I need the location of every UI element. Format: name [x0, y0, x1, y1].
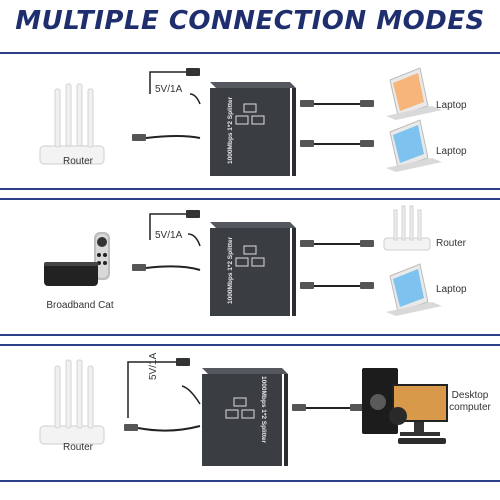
- right-top-device-label: Laptop: [436, 100, 467, 111]
- laptop-icon: [386, 263, 442, 316]
- remote-control-icon: [94, 232, 110, 280]
- usb-power-cable-icon: [149, 210, 201, 247]
- panel-2-illustration: 1000Mbps 1*2 Splitter: [44, 205, 442, 316]
- ethernet-cable-icon: [132, 134, 201, 141]
- usb-power-cable-icon: [149, 68, 201, 105]
- tv-box-icon: [44, 262, 98, 286]
- panel-mode-2: 1000Mbps 1*2 Splitter: [0, 198, 500, 336]
- left-device-label: Broadband Cat: [46, 300, 114, 311]
- device-label: 1000Mbps 1*2 Splitter: [260, 376, 267, 444]
- splitter-device-icon: 1000Mbps 1*2 Splitter: [210, 82, 296, 176]
- power-label: 5V/1A: [155, 230, 183, 241]
- router-icon: [39, 83, 105, 165]
- page-title: MULTIPLE CONNECTION MODES: [15, 6, 485, 36]
- ethernet-cable-icon: [292, 404, 364, 411]
- laptop-icon: [386, 119, 442, 172]
- ethernet-cable-icon: [124, 424, 201, 432]
- desktop-computer-icon: [362, 368, 448, 444]
- ethernet-cable-icon: [300, 282, 374, 289]
- splitter-device-icon: 1000Mbps 1*2 Splitter: [202, 368, 288, 466]
- ethernet-cable-icon: [300, 100, 374, 107]
- device-label: 1000Mbps 1*2 Splitter: [227, 236, 234, 304]
- power-label: 5V/1A: [148, 352, 159, 380]
- left-device-label: Router: [62, 442, 93, 453]
- device-label: 1000Mbps 1*2 Splitter: [227, 96, 234, 164]
- right-device-label-line2: computer: [449, 402, 491, 413]
- right-device-label-line1: Desktop: [451, 390, 489, 401]
- router-icon: [383, 205, 431, 251]
- laptop-icon: [386, 67, 442, 120]
- left-device-label: Router: [62, 156, 93, 167]
- right-bottom-device-label: Laptop: [436, 284, 467, 295]
- right-top-device-label: Router: [436, 238, 467, 249]
- usb-power-cable-icon: [127, 358, 201, 418]
- panel-mode-1: 1000Mbps 1*2 Splitter 5V/1A: [0, 52, 500, 190]
- router-icon: [39, 359, 105, 445]
- ethernet-cable-icon: [132, 264, 201, 271]
- power-label: 5V/1A: [155, 84, 183, 95]
- panel-mode-3: 1000Mbps 1*2 Splitter 5V/1A Router Deskt…: [0, 344, 500, 482]
- ethernet-cable-icon: [300, 140, 374, 147]
- splitter-device-icon: 1000Mbps 1*2 Splitter: [210, 222, 296, 316]
- panel-1-illustration: 1000Mbps 1*2 Splitter: [39, 67, 442, 176]
- right-bottom-device-label: Laptop: [436, 146, 467, 157]
- ethernet-cable-icon: [300, 240, 374, 247]
- panel-3-illustration: 1000Mbps 1*2 Splitter: [39, 358, 448, 466]
